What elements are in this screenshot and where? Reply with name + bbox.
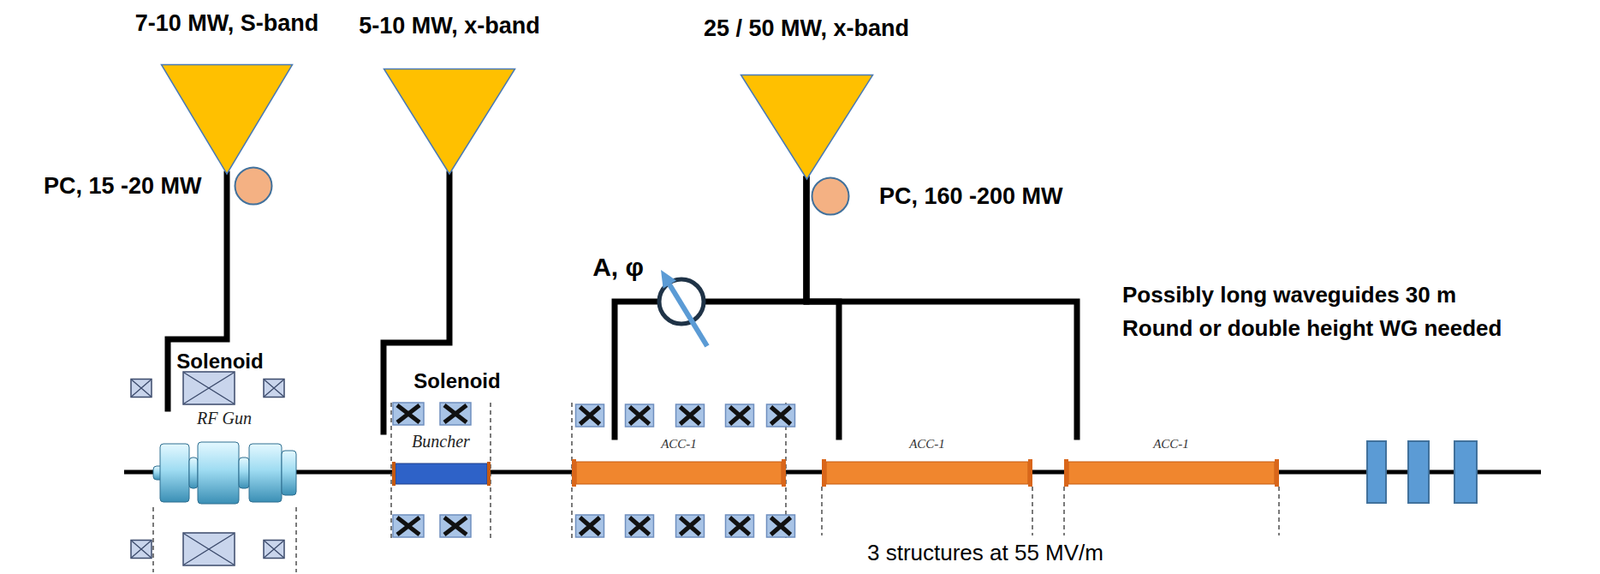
solenoid-coil <box>676 514 705 537</box>
node-text-group: ACC-1 <box>571 436 786 452</box>
note: Round or double height WG needed <box>1122 315 1502 342</box>
solenoid-coil <box>130 379 152 398</box>
node-label: ACC-1 <box>909 436 946 452</box>
waveguide <box>806 178 1077 437</box>
node-text-group: ACC-1 <box>1064 436 1279 452</box>
solenoid-coil <box>725 514 755 537</box>
pulse-compressor: PC, 160 -200 MW <box>810 174 1064 218</box>
accelerating-structure: ACC-1 <box>821 436 1033 487</box>
node-label: 5-10 MW, x-band <box>358 11 541 40</box>
accelerating-structure: ACC-1 <box>571 436 786 487</box>
solenoid-coil <box>625 514 655 537</box>
node-text-group: 7-10 MW, S-band <box>131 9 323 37</box>
node-text-group: 25 / 50 MW, x-band <box>700 14 914 42</box>
solenoid-coil <box>392 402 424 425</box>
solenoid-coil <box>183 371 235 405</box>
node-label: RF Gun <box>196 408 252 429</box>
solenoid-coil <box>263 540 285 559</box>
buncher-cavity: Buncher <box>375 431 506 486</box>
solenoid-coil <box>440 514 471 537</box>
guide-lines <box>153 402 1279 572</box>
solenoid-coil <box>440 402 471 425</box>
solenoid-coil <box>392 514 424 537</box>
node-text-group: Buncher <box>375 431 506 452</box>
klystron-triangle: 25 / 50 MW, x-band <box>700 14 914 179</box>
solenoid-coil <box>676 404 705 427</box>
solenoid-coil <box>576 514 605 537</box>
solenoid-coil <box>725 404 755 427</box>
node-label: 7-10 MW, S-band <box>135 9 320 37</box>
node-text-group: 5-10 MW, x-band <box>355 11 544 40</box>
solenoid-coil <box>767 404 796 427</box>
rf-gun: RF Gun <box>153 408 297 507</box>
solenoid-coil <box>576 404 605 427</box>
waveguide <box>383 173 450 432</box>
pulse-compressor-shape <box>810 176 851 216</box>
accelerating-structure-shape <box>821 458 1033 487</box>
node-label: ACC-1 <box>1153 436 1190 452</box>
waveguide <box>806 178 839 437</box>
node-text-group: RF Gun <box>153 408 297 429</box>
parameter-label: A, φ <box>592 251 644 283</box>
klystron-triangle: 5-10 MW, x-band <box>355 11 544 174</box>
solenoid-label: Solenoid <box>413 368 500 394</box>
solenoid-coil <box>130 540 152 559</box>
quadrupole-magnets <box>1367 440 1477 503</box>
rf-gun-shape <box>153 438 297 507</box>
node-label: 25 / 50 MW, x-band <box>703 14 910 42</box>
pulse-compressor: PC, 15 -20 MW <box>43 164 274 208</box>
solenoid-label: Solenoid <box>176 349 263 375</box>
node-label: PC, 15 -20 MW <box>43 172 203 200</box>
solenoid-coil <box>625 404 655 427</box>
accelerating-structure-shape <box>1064 458 1279 487</box>
pulse-compressor-shape <box>233 166 274 206</box>
buncher-cavity-shape <box>392 461 491 486</box>
waveguide <box>614 178 807 437</box>
solenoid-coils <box>130 371 796 566</box>
solenoid-coil <box>183 532 235 566</box>
node-label: ACC-1 <box>660 436 697 452</box>
klystron-triangle-shape <box>160 63 294 174</box>
node-text-group: PC, 160 -200 MW <box>879 182 1064 210</box>
node-label: Buncher <box>411 431 470 452</box>
solenoid-coil <box>263 379 285 398</box>
klystron-triangle: 7-10 MW, S-band <box>131 9 323 174</box>
accelerating-structure: ACC-1 <box>1064 436 1279 487</box>
klystron-triangle-shape <box>382 67 517 174</box>
solenoid-coil <box>767 514 796 537</box>
note: 3 structures at 55 MV/m <box>867 539 1104 566</box>
node-label: PC, 160 -200 MW <box>879 182 1064 210</box>
klystron-triangle-shape <box>739 73 875 179</box>
note: Possibly long waveguides 30 m <box>1122 281 1457 309</box>
node-text-group: ACC-1 <box>821 436 1033 452</box>
accelerating-structure-shape <box>571 458 786 487</box>
phase-shifter-arrow <box>660 269 708 346</box>
node-text-group: PC, 15 -20 MW <box>43 172 203 200</box>
